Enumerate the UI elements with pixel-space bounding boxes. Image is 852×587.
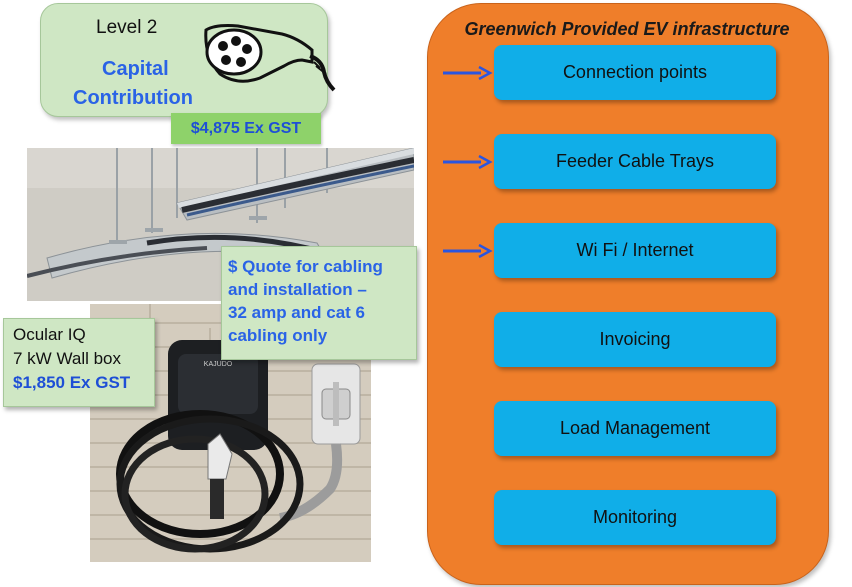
quote-line-3: 32 amp and cat 6: [228, 303, 366, 322]
right-arrow-icon: [443, 66, 493, 80]
infrastructure-item-feeder-cable-trays: Feeder Cable Trays: [494, 134, 776, 189]
ocular-wallbox-box: Ocular IQ 7 kW Wall box $1,850 Ex GST: [3, 318, 155, 407]
wallbox-brand: KAJUDO: [204, 361, 233, 368]
capital-title-line2: Contribution: [73, 87, 193, 109]
infrastructure-panel: [427, 3, 829, 585]
ocular-name: Ocular IQ: [13, 325, 86, 344]
infrastructure-item-wi-fi-internet: Wi Fi / Internet: [494, 223, 776, 278]
right-arrow-icon: [443, 155, 493, 169]
quote-line-1: $ Quote for cabling: [228, 257, 383, 276]
ocular-price: $1,850 Ex GST: [13, 373, 131, 392]
infrastructure-title: Greenwich Provided EV infrastructure: [464, 19, 790, 39]
quote-line-4: cabling only: [228, 326, 328, 345]
capital-title-line1: Capital: [102, 58, 169, 80]
infrastructure-item-load-management: Load Management: [494, 401, 776, 456]
level-label: Level 2: [96, 17, 158, 38]
infrastructure-item-invoicing: Invoicing: [494, 312, 776, 367]
capital-price-tag: $4,875 Ex GST: [171, 113, 321, 144]
cabling-quote-box: $ Quote for cabling and installation – 3…: [221, 246, 417, 360]
wallbox-illustration: KAJUDO: [116, 304, 361, 553]
infrastructure-item-monitoring: Monitoring: [494, 490, 776, 545]
right-arrow-icon: [443, 244, 493, 258]
ocular-spec: 7 kW Wall box: [13, 349, 122, 368]
level-2-card: [40, 3, 328, 117]
infrastructure-item-connection-points: Connection points: [494, 45, 776, 100]
quote-line-2: and installation –: [228, 280, 367, 299]
ev-plug-icon: [204, 24, 336, 92]
